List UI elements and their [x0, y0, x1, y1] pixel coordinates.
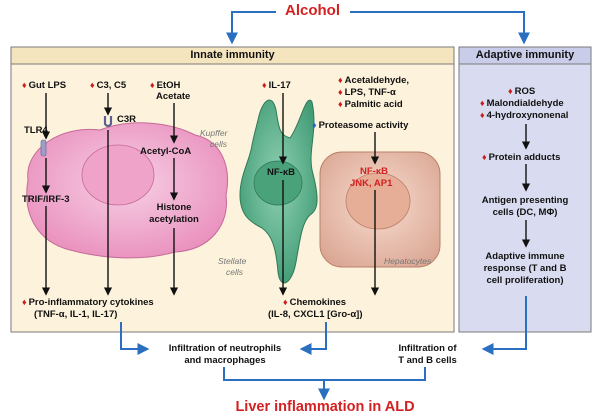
kupffer-nucleus — [81, 144, 155, 206]
c3r-label: C3R — [117, 114, 137, 125]
kupffer-label-a: Kupffer — [200, 128, 228, 138]
kupffer-label-b: cells — [210, 139, 228, 149]
proteasome-label: ♦Proteasome activity — [312, 120, 409, 131]
response-label-c: cell proliferation) — [486, 275, 564, 286]
alcohol-arrow-left — [226, 11, 276, 45]
stellate-nfkb-label: NF-κB — [267, 167, 295, 178]
mda-label: ♦Malondialdehyde — [480, 98, 564, 109]
apc-label-b: cells (DC, MΦ) — [492, 207, 558, 218]
cytokines-label-a: ♦Pro-inflammatory cytokines — [22, 297, 154, 308]
infiltration-left-a: Infiltration of neutrophils — [168, 343, 282, 354]
blue-chemokines-to-infiltration — [299, 322, 327, 355]
infiltration-left-b: and macrophages — [184, 355, 266, 366]
adaptive-header-bar — [458, 46, 592, 65]
hep-nfkb-label: NF-κB — [360, 166, 388, 177]
adducts-label: ♦Protein adducts — [482, 152, 561, 163]
c3r-receptor — [103, 116, 113, 128]
stellate-nucleus — [253, 160, 303, 206]
il17-label: ♦IL-17 — [262, 80, 291, 91]
chemokines-label-b: (IL-8, CXCL1 [Gro-α]) — [268, 309, 363, 320]
blue-cytokines-to-infiltration — [120, 322, 150, 355]
etoh-label: ♦EtOH — [150, 80, 181, 91]
stellate-label-b: cells — [226, 267, 244, 277]
gut-lps-label: ♦Gut LPS — [22, 80, 67, 91]
adaptive-header: Adaptive immunity — [475, 49, 575, 61]
response-label-a: Adaptive immune — [485, 251, 565, 262]
ros-label: ♦ROS — [508, 86, 536, 97]
innate-header: Innate immunity — [190, 49, 275, 61]
stellate-label-a: Stellate — [218, 256, 247, 266]
infiltration-right-b: T and B cells — [398, 355, 457, 366]
hne-label: ♦4-hydroxynonenal — [480, 110, 569, 121]
cytokines-label-b: (TNF-α, IL-1, IL-17) — [34, 309, 118, 320]
response-label-b: response (T and B — [483, 263, 567, 274]
alcohol-title: Alcohol — [285, 2, 340, 19]
histone-label-a: Histone — [156, 202, 192, 213]
liver-title: Liver inflammation in ALD — [235, 399, 415, 415]
infiltration-right-a: Infiltration of — [398, 343, 457, 354]
c3c5-label: ♦C3, C5 — [90, 80, 127, 91]
chemokines-label-a: ♦Chemokines — [283, 297, 347, 308]
histone-label-b: acetylation — [149, 214, 199, 225]
hep-jnk-label: JNK, AP1 — [350, 178, 393, 189]
hepatocytes-label: Hepatocytes — [384, 256, 432, 266]
trif-label: TRIF/IRF-3 — [22, 194, 70, 205]
tlr4-label: TLR4 — [24, 125, 48, 136]
apc-label-a: Antigen presenting — [481, 195, 569, 206]
acetyl-coa-label: Acetyl-CoA — [140, 146, 192, 157]
blue-adaptive-to-infiltration — [481, 296, 527, 355]
innate-header-bar — [10, 46, 455, 65]
acetaldehyde-label: ♦Acetaldehyde, — [338, 75, 410, 86]
hepatocyte-nucleus — [345, 172, 411, 230]
palmitic-label: ♦Palmitic acid — [338, 99, 403, 110]
lps-tnf-label: ♦LPS, TNF-α — [338, 87, 396, 98]
acetate-label: Acetate — [156, 91, 191, 102]
alcohol-arrow-right — [350, 11, 530, 45]
blue-infiltration-to-liver — [223, 367, 426, 381]
tlr4-receptor — [40, 139, 47, 157]
